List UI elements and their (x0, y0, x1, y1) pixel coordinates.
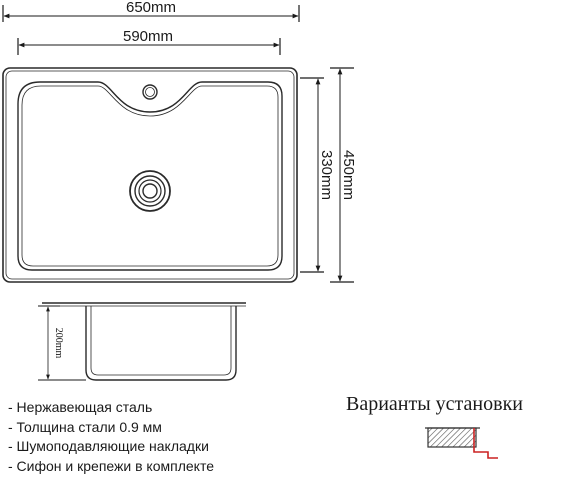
overall-depth-label: 450mm (340, 150, 357, 200)
installation-variant-icon (425, 427, 498, 459)
feature-list: - Нержавеющая сталь - Толщина стали 0.9 … (8, 398, 214, 476)
installation-variants-title: Варианты установки (346, 393, 523, 415)
bowl-height-dimension: 200mm (38, 305, 86, 381)
bowl-width-dimension: 590mm (17, 28, 281, 55)
feature-item: - Нержавеющая сталь (8, 399, 153, 415)
overall-depth-dimension: 450mm (330, 67, 357, 283)
bowl-width-label: 590mm (123, 28, 173, 45)
drain-hole (129, 170, 171, 212)
sink-top-view (2, 67, 298, 283)
tap-hole (142, 84, 158, 100)
bowl-depth-dimension: 330mm (300, 77, 335, 273)
sink-side-view (42, 302, 246, 381)
overall-width-label: 650mm (126, 0, 176, 16)
feature-item: - Шумоподавляющие накладки (8, 438, 209, 454)
feature-item: - Толщина стали 0.9 мм (8, 418, 162, 435)
bowl-height-label: 200mm (53, 328, 64, 359)
sink-edge-line (473, 428, 498, 459)
overall-width-dimension: 650mm (2, 0, 300, 22)
bowl-depth-label: 330mm (318, 150, 335, 200)
feature-item: - Сифон и крепежи в комплекте (8, 457, 214, 474)
